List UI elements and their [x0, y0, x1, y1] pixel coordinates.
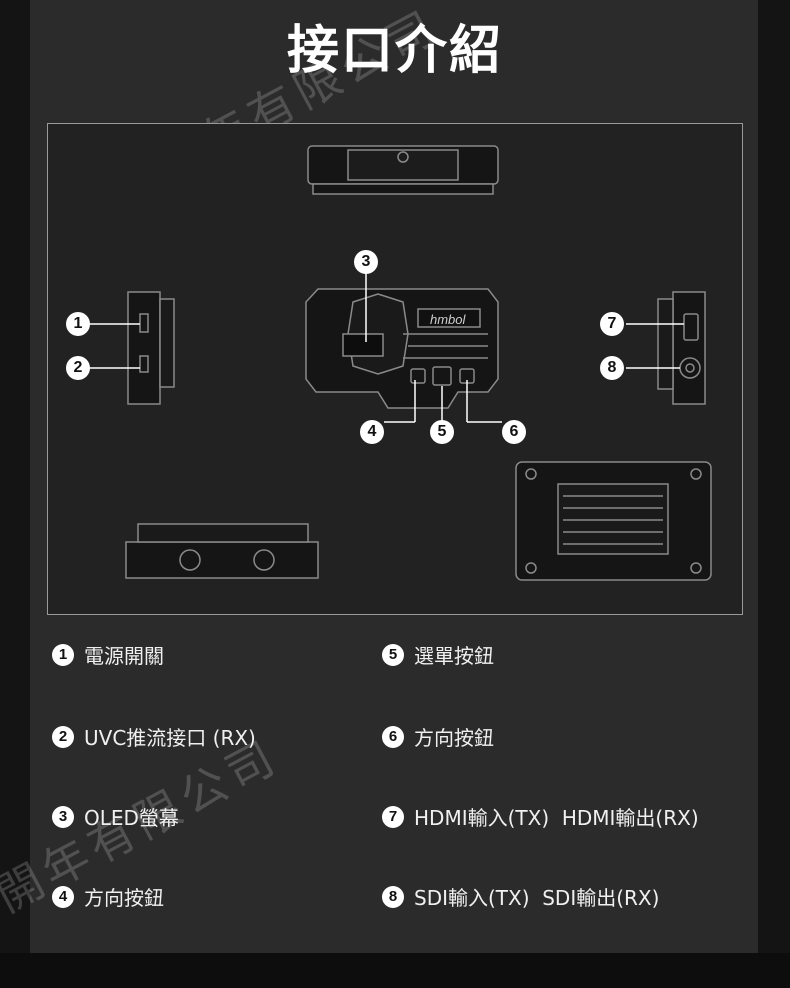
callout-7: 7: [600, 312, 624, 336]
callout-5: 5: [430, 420, 454, 444]
callout-1: 1: [66, 312, 90, 336]
callout-8: 8: [600, 356, 624, 380]
device-back-view: [515, 461, 712, 581]
bottom-strip: [0, 953, 790, 988]
diagram-frame: hmbol 1 2 3 4 5 6 7 8: [47, 123, 743, 615]
device-top-view: [307, 145, 499, 195]
device-left-view: [127, 291, 175, 405]
callout-4: 4: [360, 420, 384, 444]
device-front-view: [305, 288, 499, 409]
callout-3: 3: [354, 250, 378, 274]
device-right-view: [657, 291, 706, 405]
page-title: 接口介紹: [286, 21, 503, 81]
device-diagram: hmbol: [90, 145, 712, 581]
device-brand-text: hmbol: [430, 312, 467, 327]
callout-6: 6: [502, 420, 526, 444]
callout-lines: [90, 272, 684, 423]
device-bottom-view: [125, 523, 319, 579]
callout-2: 2: [66, 356, 90, 380]
